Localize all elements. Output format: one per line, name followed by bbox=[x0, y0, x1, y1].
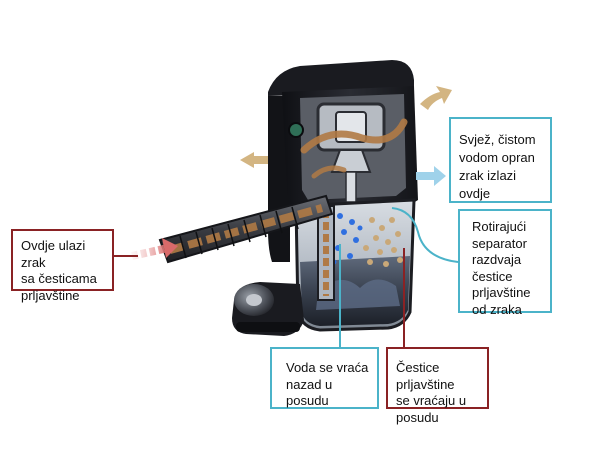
callout-particles-return: Čestice prljavštine se vraćaju u posudu bbox=[386, 347, 489, 425]
dirt-particles bbox=[363, 217, 403, 267]
water-splash bbox=[316, 279, 400, 310]
wheel-hub bbox=[246, 294, 262, 306]
callout-fresh-air-exit: Svjež, čistom vodom opran zrak izlazi ov… bbox=[449, 117, 552, 203]
internal-airflow-2 bbox=[311, 165, 347, 179]
clean-air-arrow bbox=[416, 166, 446, 186]
internal-airflow bbox=[300, 118, 408, 154]
hose-ribs bbox=[179, 206, 299, 259]
base-foot bbox=[236, 322, 300, 332]
callout-rotating-separator: Rotirajući separator razdvaja čestice pr… bbox=[458, 209, 552, 317]
tan-airflow-arrow-icon bbox=[240, 152, 268, 168]
motor-cowl bbox=[330, 149, 372, 173]
light-blue-arrow-icon bbox=[416, 166, 446, 186]
dashed-red-arrow-icon bbox=[131, 244, 169, 260]
top-shell bbox=[268, 60, 414, 96]
intake-hose bbox=[158, 194, 334, 264]
vacuum-housing bbox=[268, 60, 418, 262]
intake-arrow bbox=[131, 238, 178, 260]
tan-airflow-arrow-icon bbox=[420, 86, 452, 110]
callout-air-inlet: Ovdje ulazi zrak sa česticama prljavštin… bbox=[11, 229, 114, 303]
vacuum-base bbox=[232, 282, 304, 336]
intake-arrow-head bbox=[162, 238, 178, 258]
exhaust-arrow-left bbox=[240, 152, 268, 168]
separator-shaft bbox=[345, 171, 357, 203]
exhaust-arrow-top bbox=[420, 86, 452, 110]
leader-lines bbox=[114, 207, 459, 347]
callout-water-returns: Voda se vraća nazad u posudu bbox=[270, 347, 379, 409]
leader-rotor bbox=[391, 207, 459, 263]
power-button bbox=[288, 122, 304, 138]
